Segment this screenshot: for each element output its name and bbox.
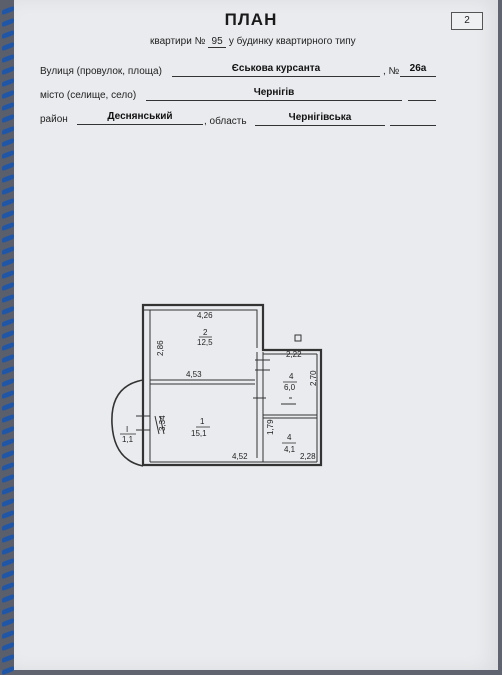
room-labels: 4,26 2 12,5 2,86 4,53 1 15,1 3,34 4,52 2… <box>120 311 318 461</box>
room-4b-area: 4,1 <box>284 445 296 454</box>
balcony-number: I <box>126 425 128 434</box>
subtitle-suffix: у будинку квартирного типу <box>228 36 356 47</box>
dim-hall-right: 2,70 <box>309 370 318 386</box>
apartment-number: 95 <box>208 36 227 48</box>
region-label: , область <box>204 116 247 127</box>
region-value: Чернігівська <box>255 112 385 126</box>
number-label: , № <box>383 66 400 77</box>
room-1-area: 15,1 <box>191 429 207 438</box>
dim-top: 4,26 <box>197 311 213 320</box>
dim-left-upper: 2,86 <box>156 340 165 356</box>
room-1-number: 1 <box>200 417 205 426</box>
subtitle: квартири № 95 у будинку квартирного типу <box>150 36 356 48</box>
city-extra-blank <box>408 87 436 101</box>
balcony-area: 1,1 <box>122 435 134 444</box>
room-2-area: 12,5 <box>197 338 213 347</box>
page-number: 2 <box>451 12 483 30</box>
dim-left-lower: 3,34 <box>158 415 167 431</box>
street-label: Вулиця (провулок, площа) <box>40 66 162 77</box>
dim-bath-left: 1,79 <box>266 419 275 435</box>
room-2-number: 2 <box>203 328 208 337</box>
region-extra-blank <box>390 112 436 126</box>
house-number-value: 26а <box>400 63 436 77</box>
district-label: район <box>40 114 68 125</box>
floor-plan-walls <box>111 303 323 467</box>
subtitle-prefix: квартири № <box>150 36 206 47</box>
dim-hall-top: 2,22 <box>286 350 302 359</box>
dim-mid: 4,53 <box>186 370 202 379</box>
document-title: ПЛАН <box>224 10 278 29</box>
document-page <box>14 0 498 670</box>
room-4a-area: 6,0 <box>284 383 296 392</box>
dim-bottom: 4,52 <box>232 452 248 461</box>
room-4b-number: 4 <box>287 433 292 442</box>
street-value: Єськова курсанта <box>172 63 380 77</box>
dim-bath-bottom: 2,28 <box>300 452 316 461</box>
city-label: місто (селище, село) <box>40 90 137 101</box>
spiral-binding <box>0 0 14 675</box>
room-4a-number: 4 <box>289 372 294 381</box>
city-value: Чернігів <box>146 87 402 101</box>
district-value: Деснянський <box>77 111 203 125</box>
